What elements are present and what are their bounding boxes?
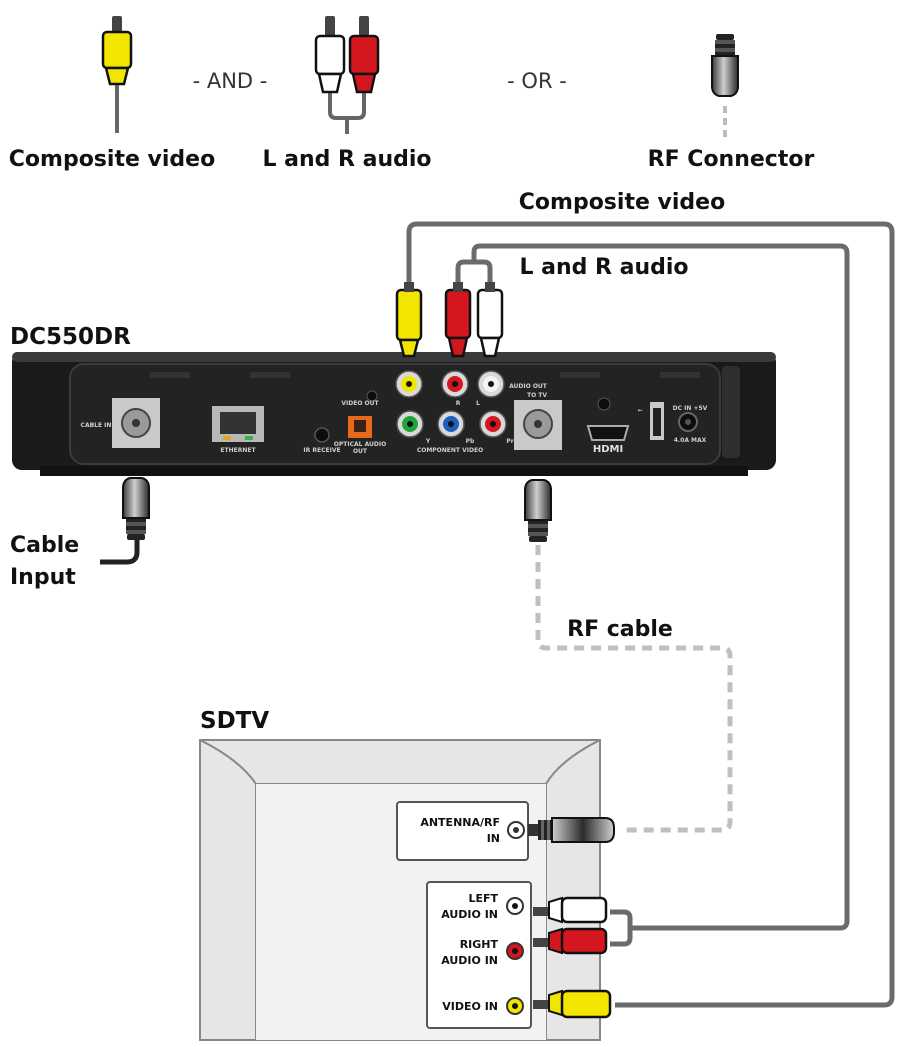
audio-cable-split-top bbox=[455, 259, 493, 282]
port-component-pb-label: Pb bbox=[466, 438, 475, 445]
tv-right-audio-plug bbox=[533, 927, 608, 955]
port-audio-r-label: R bbox=[456, 400, 461, 407]
cable-input-wire bbox=[100, 540, 140, 565]
legend-composite-label: Composite video bbox=[9, 147, 215, 172]
tv-right-audio-label-line1: RIGHT bbox=[460, 938, 499, 951]
box-composite-plug bbox=[395, 282, 423, 358]
legend-audio-plugs bbox=[314, 16, 380, 134]
video-out-jack bbox=[395, 370, 423, 398]
port-ethernet-label: ETHERNET bbox=[220, 447, 256, 454]
legend-composite-plug bbox=[101, 16, 133, 133]
port-optical-label-line2: OUT bbox=[353, 448, 368, 455]
component-pb-jack bbox=[437, 410, 465, 438]
port-audio-l-label: L bbox=[476, 400, 480, 407]
composite-video-cable bbox=[406, 221, 895, 1008]
tv-antenna-label-line2: IN bbox=[487, 832, 500, 845]
cable-input-label-line2: Input bbox=[10, 565, 76, 590]
tv-left-audio-plug bbox=[533, 896, 608, 924]
audio-cable bbox=[471, 243, 850, 931]
to-tv-rf-plug bbox=[524, 479, 552, 543]
legend-and-text: - AND - bbox=[193, 69, 268, 93]
sdtv-back: ANTENNA/RF IN LEFT AUDIO IN RIGHT AUDIO … bbox=[199, 739, 601, 1041]
port-video-out-label: VIDEO OUT bbox=[341, 400, 379, 407]
cable-audio-label: L and R audio bbox=[519, 255, 688, 280]
port-dc-in-label-line1: DC IN +5V bbox=[673, 405, 708, 412]
tv-title: SDTV bbox=[200, 708, 269, 734]
usb-icon: ⭠ bbox=[638, 407, 643, 414]
set-top-box: CABLE IN ETHERNET IR RECEIVE OPTICAL AUD… bbox=[12, 352, 776, 476]
rf-cable bbox=[535, 545, 733, 833]
av-input-panel bbox=[426, 881, 532, 1029]
legend-audio-label: L and R audio bbox=[262, 147, 431, 172]
tv-left-audio-label-line2: AUDIO IN bbox=[441, 908, 498, 921]
component-pr-jack bbox=[479, 410, 507, 438]
box-audio-r-plug bbox=[444, 282, 472, 358]
audio-out-r-jack bbox=[441, 370, 469, 398]
component-y-jack bbox=[396, 410, 424, 438]
cable-composite-label: Composite video bbox=[519, 190, 725, 215]
tv-antenna-label-line1: ANTENNA/RF bbox=[420, 816, 500, 829]
cable-in-plug bbox=[122, 477, 150, 541]
port-ir-receive-label: IR RECEIVE bbox=[303, 447, 340, 454]
audio-cable-split-tv bbox=[610, 909, 633, 947]
tv-video-in-label: VIDEO IN bbox=[442, 1000, 498, 1013]
legend-rf-plug bbox=[711, 33, 739, 140]
port-component-video-label: COMPONENT VIDEO bbox=[417, 447, 483, 454]
audio-out-l-jack bbox=[477, 370, 505, 398]
port-cable-in-label: CABLE IN bbox=[81, 422, 112, 429]
port-to-tv-label: TO TV bbox=[527, 392, 547, 399]
tv-left-audio-label-line1: LEFT bbox=[468, 892, 498, 905]
rf-cable-label: RF cable bbox=[567, 617, 673, 642]
box-audio-l-plug bbox=[476, 282, 504, 358]
port-audio-out-label: AUDIO OUT bbox=[509, 383, 548, 390]
box-model-label: DC550DR bbox=[10, 324, 131, 350]
port-optical-label-line1: OPTICAL AUDIO bbox=[334, 441, 386, 448]
port-component-pr-label: Pr bbox=[506, 438, 513, 445]
port-hdmi-label: HDMI bbox=[593, 444, 623, 455]
legend-or-text: - OR - bbox=[507, 69, 567, 93]
tv-video-plug bbox=[533, 989, 612, 1019]
hdmi-port bbox=[586, 425, 630, 441]
port-component-y-label: Y bbox=[425, 438, 431, 445]
ir-receive-port bbox=[314, 427, 330, 443]
legend-rf-label: RF Connector bbox=[648, 147, 815, 172]
port-dc-in-label-line2: 4.0A MAX bbox=[674, 437, 707, 444]
cable-input-label-line1: Cable bbox=[10, 533, 79, 558]
tv-right-audio-label-line2: AUDIO IN bbox=[441, 954, 498, 967]
tv-rf-plug bbox=[528, 817, 615, 843]
